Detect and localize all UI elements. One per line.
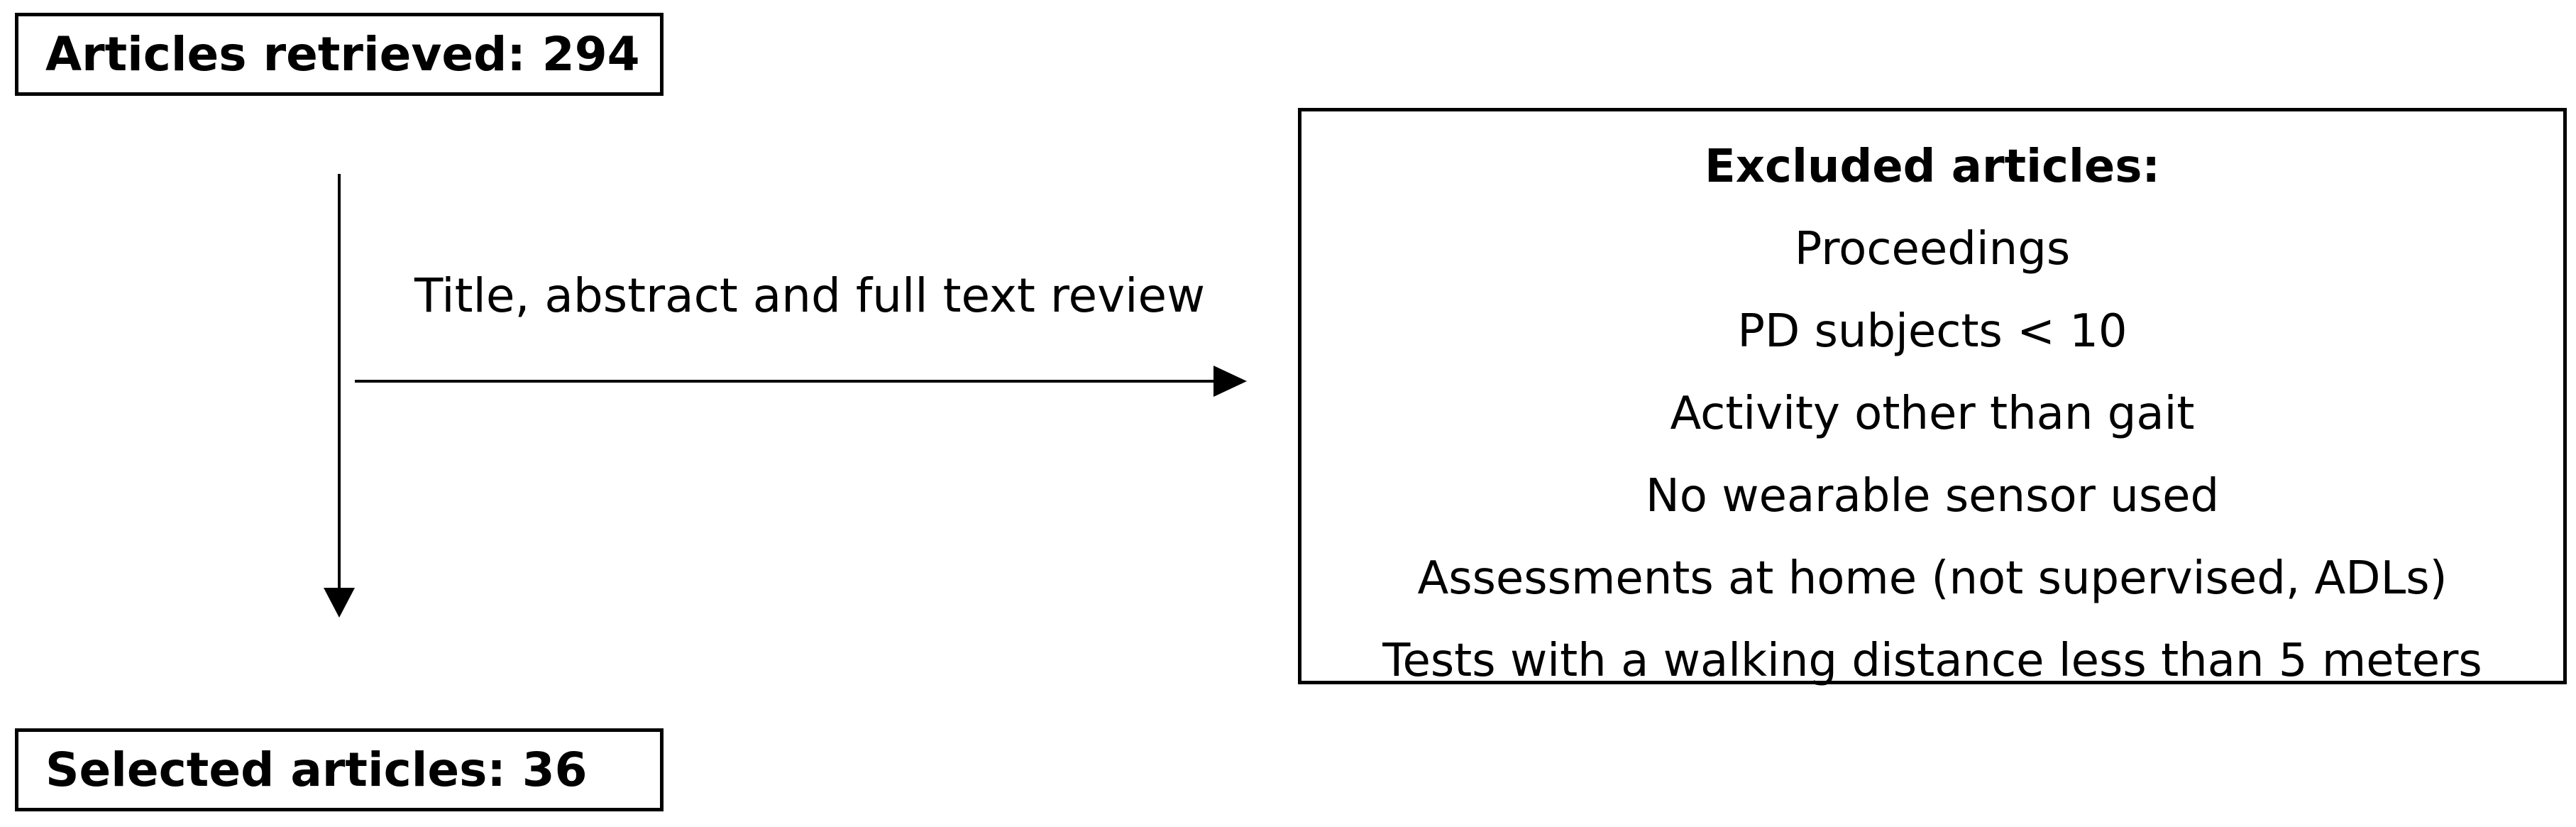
articles-retrieved-label: Articles retrieved: 294 [45, 27, 640, 82]
right-arrow-head [1213, 366, 1247, 397]
review-step-label: Title, abstract and full text review [414, 268, 1206, 323]
excluded-item-walking-distance: Tests with a walking distance less than … [1382, 635, 2482, 687]
selected-articles-box: Selected articles: 36 [15, 728, 664, 811]
excluded-item-proceedings: Proceedings [1794, 223, 2071, 275]
excluded-item-activity: Activity other than gait [1670, 388, 2195, 440]
selected-articles-label: Selected articles: 36 [45, 743, 588, 797]
excluded-articles-box: Excluded articles: Proceedings PD subjec… [1298, 108, 2567, 687]
excluded-item-no-sensor: No wearable sensor used [1645, 470, 2220, 522]
down-arrow-head [324, 588, 355, 618]
articles-retrieved-box: Articles retrieved: 294 [15, 13, 664, 96]
excluded-item-pd-subjects: PD subjects < 10 [1737, 305, 2128, 358]
excluded-articles-title: Excluded articles: [1705, 141, 2160, 193]
excluded-item-home-assessments: Assessments at home (not supervised, ADL… [1417, 552, 2448, 605]
